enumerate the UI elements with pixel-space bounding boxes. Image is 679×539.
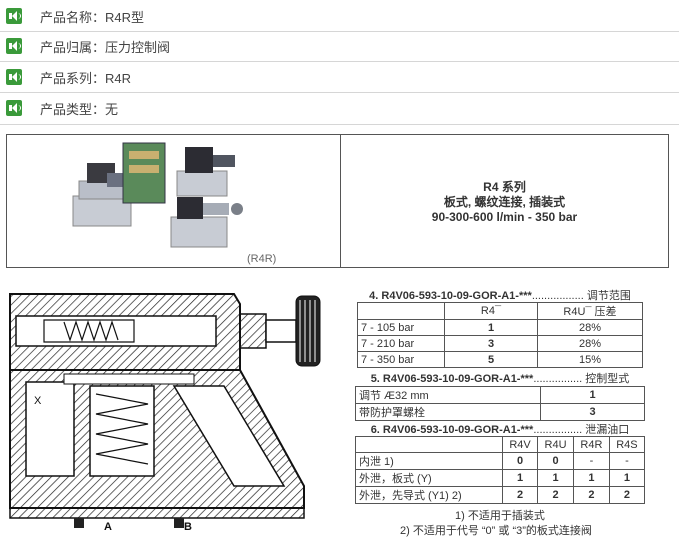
info-label: 产品类型：无 [40, 101, 119, 117]
divider [0, 92, 679, 93]
series-description: R4 系列 板式, 螺纹连接, 插装式 90-300-600 l/min - 3… [341, 180, 668, 225]
divider [0, 31, 679, 32]
series-subtitle: 板式, 螺纹连接, 插装式 [443, 195, 566, 209]
divider [0, 61, 679, 62]
table2-title: 5. R4V06-593-10-09-GOR-A1-***...........… [370, 373, 630, 385]
port-label-a: A [104, 521, 112, 533]
speaker-icon[interactable] [6, 38, 22, 54]
series-title: R4 系列 [483, 180, 526, 194]
product-panel: (R4R) R4 系列 板式, 螺纹连接, 插装式 90-300-600 l/m… [6, 134, 669, 268]
valve-section-drawing: X A B [9, 293, 321, 533]
photo-caption: (R4R) [247, 253, 277, 265]
divider [0, 124, 679, 125]
table-row: R4¯ R4U¯ 压差 [357, 302, 643, 320]
footnote-1: 1) 不适用于插装式 [455, 510, 545, 522]
info-row-name: 产品名称：R4R型 [6, 5, 144, 27]
speaker-icon[interactable] [6, 8, 22, 24]
table-row: 内泄 1)0 0-- [355, 452, 646, 470]
port-label-b: B [184, 521, 192, 533]
info-row-category: 产品归属：压力控制阀 [6, 35, 170, 57]
table1-title: 4. R4V06-593-10-09-GOR-A1-***...........… [369, 290, 631, 302]
info-label: 产品名称：R4R型 [40, 9, 145, 25]
speaker-icon[interactable] [6, 69, 22, 85]
series-spec: 90-300-600 l/min - 350 bar [431, 210, 578, 224]
port-label-x: X [34, 395, 42, 407]
product-photo [72, 142, 243, 248]
footnote-2: 2) 不适用于代号 “0” 或 “3”的板式连接阀 [400, 525, 592, 537]
info-row-series: 产品系列：R4R [6, 66, 131, 88]
info-row-type: 产品类型：无 [6, 97, 118, 119]
info-label: 产品系列：R4R [40, 70, 132, 86]
table3-title: 6. R4V06-593-10-09-GOR-A1-***...........… [370, 424, 630, 436]
info-label: 产品归属：压力控制阀 [40, 39, 171, 55]
panel-divider [340, 135, 341, 267]
speaker-icon[interactable] [6, 100, 22, 116]
